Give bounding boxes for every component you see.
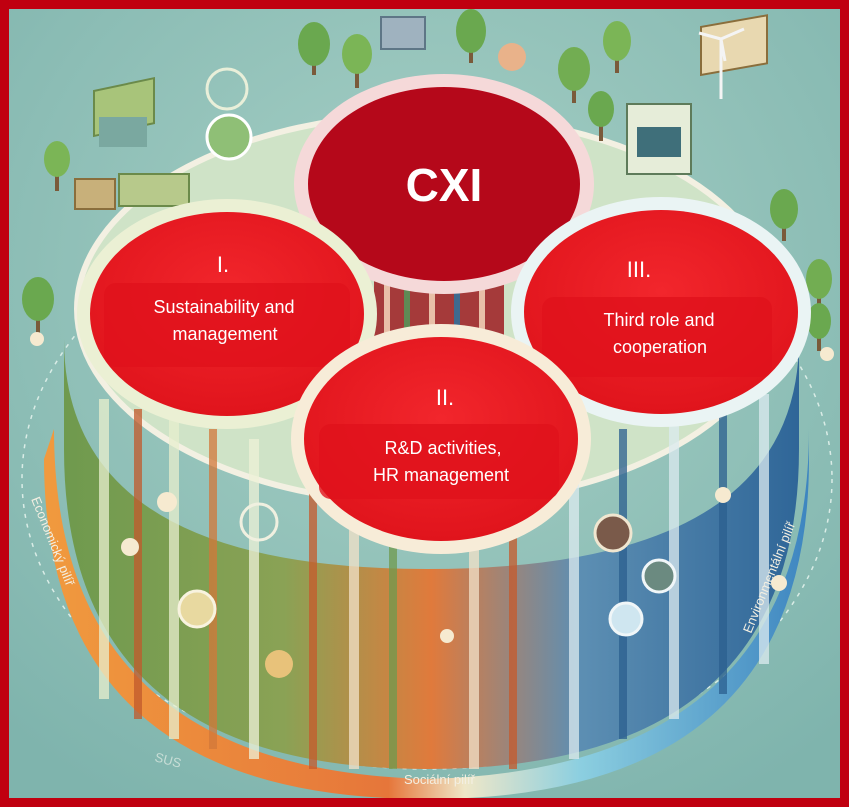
- circle-third-role-line1: Third role and: [603, 310, 714, 330]
- circle-rd-numeral: II.: [436, 385, 454, 410]
- circle-sustainability: I. Sustainability and management: [77, 199, 377, 429]
- pillar-partial-label: SUS: [153, 749, 183, 770]
- cxi-circle: CXI: [294, 74, 594, 294]
- circle-sustainability-line1: Sustainability and: [153, 297, 294, 317]
- circle-rd: II. R&D activities, HR management: [291, 324, 591, 554]
- platform-body: [64, 339, 799, 769]
- circle-rd-line1: R&D activities,: [384, 438, 501, 458]
- platform-nodes: [30, 332, 834, 678]
- circle-third-role-line2: cooperation: [613, 337, 707, 357]
- circle-sustainability-line2: management: [172, 324, 277, 344]
- pillar-social-label: Sociální pilíř: [404, 772, 475, 787]
- landscape: [74, 14, 768, 210]
- circle-third-role: III. Third role and cooperation: [511, 197, 811, 427]
- cxi-diagram: Economický pilíř Environmentální pilíř S…: [9, 9, 840, 798]
- circle-rd-line2: HR management: [373, 465, 509, 485]
- circle-sustainability-numeral: I.: [217, 252, 229, 277]
- outer-orbit: [21, 188, 833, 770]
- circle-third-role-numeral: III.: [627, 257, 651, 282]
- trees: [22, 9, 832, 351]
- cxi-title: CXI: [406, 159, 483, 211]
